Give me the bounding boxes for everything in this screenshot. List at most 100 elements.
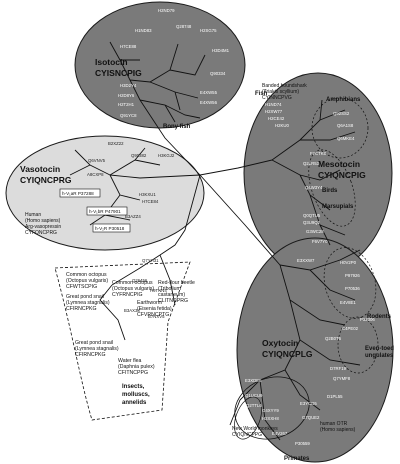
leaf-oxy-19: D1PL55 (327, 394, 343, 399)
leaf-vaso-3: Q6VNV5 (88, 158, 106, 163)
banded-houndshark-species: (Triakis scyllium) (262, 89, 299, 95)
human-avp-motif: CYFQNCPRG (25, 230, 57, 236)
leaf-oxy-5: P32306 (360, 317, 375, 322)
leaf-meso-5: Q6A1S8 (337, 123, 354, 128)
leaf-oxy-15: E4V267 (272, 431, 288, 436)
leaf-oxy-11: Q1UCU9 (245, 393, 263, 398)
leaf-meso-0: H1ND74 (265, 102, 282, 107)
leaf-vaso-0: B2XZ22 (108, 141, 124, 146)
rodents-dashed-outline (323, 247, 377, 319)
leaf-iso-12: E4XW56 (200, 100, 218, 105)
leaf-oxy-8: D7RF19 (330, 366, 347, 371)
leaf-oxy-1: H0V2P0 (340, 260, 357, 265)
leaf-meso-3: H2KU0 (275, 123, 289, 128)
leaf-vaso-11: H9TNN4 (150, 288, 167, 293)
leaf-meso-10: Q0QTU5 (303, 213, 321, 218)
v1a-box-label: h-V₁aR P37288 (62, 191, 94, 196)
human-avp: Arg-vasopressin (25, 224, 61, 230)
banded-houndshark-motif: CYINNCPVG (262, 95, 292, 101)
leaf-meso-2: H2CE42 (268, 116, 285, 121)
v1b-box-label: h-V₁bR P47901 (89, 209, 121, 214)
leaf-meso-6: Q6MKE4 (337, 136, 355, 141)
leaf-oxy-14: H2XXH8 (262, 416, 279, 421)
fish-label: Fish (255, 91, 268, 97)
invertebrate-label-2: molluscs, (122, 392, 150, 398)
leaf-meso-9: Q4W3Y4 (305, 185, 323, 190)
leaf-vaso-12: B7NXV5 (148, 314, 165, 319)
rodents-label: Rodents (367, 314, 392, 320)
octopus1-name: Common octopus (66, 272, 107, 278)
octopus2-species: (Octopus vulgaris) (112, 286, 154, 292)
leaf-iso-10: Q91YC8 (120, 113, 137, 118)
octopus1-species: (Octopus vulgaris) (66, 278, 108, 284)
worm-motif: CFVRNCPTG (137, 312, 169, 318)
invertebrate-label-1: Insects, (122, 384, 145, 390)
isotocin-clade-ellipse (74, 1, 246, 129)
human-label: Human (25, 212, 41, 218)
flea-motif: CFITNCPPG (118, 370, 148, 376)
leaf-vaso-1: Q90382 (131, 153, 147, 158)
leaf-vaso-8: Q7YH31 (142, 258, 159, 263)
leaf-oxy-10: E3XDE6 (245, 378, 262, 383)
leaf-vaso-10: B3AX38 (124, 308, 140, 313)
leaf-oxy-3: P70536 (345, 286, 360, 291)
mesotocin-motif: CYIQNCPIG (318, 170, 366, 180)
leaf-meso-13: F6V7Y0 (312, 239, 328, 244)
beetle-species-2: castaneum) (158, 292, 185, 298)
leaf-oxy-9: Q7YMF8 (333, 376, 351, 381)
amphibians-dashed-outline (311, 97, 369, 159)
nwm-label: New World monkeys (232, 426, 278, 432)
isotocin-motif: CYISNCPIG (95, 68, 142, 78)
leaf-vaso-7: B3AZZ4 (125, 214, 141, 219)
leaf-oxy-2: P97926 (345, 273, 360, 278)
birds-label: Birds (322, 188, 338, 194)
snail2-species: (Lymnea stagnalis) (75, 346, 119, 352)
beetle-motif: CLITNCPRG (158, 298, 188, 304)
leaf-vaso-6: H7CE84 (142, 199, 159, 204)
beetle-species-1: (Tribolium (158, 286, 181, 292)
leaf-meso-1: H2XW77 (265, 109, 283, 114)
leaf-iso-6: Q90334 (210, 71, 226, 76)
banded-houndshark-label: Banded houndshark (262, 83, 307, 89)
leaf-oxy-13: G4XYY9 (262, 408, 279, 413)
leaf-meso-8: Q2LR53 (303, 161, 320, 166)
leaf-iso-9: H2T2H1 (118, 102, 135, 107)
leaf-oxy-18: E3YCD5 (300, 401, 317, 406)
leaf-meso-4: Q92SS2 (333, 111, 350, 116)
leaf-meso-7: F7CTK8 (310, 151, 327, 156)
vasotocin-motif: CYIQNCPRG (20, 175, 72, 185)
vasotocin-clade-ellipse (5, 135, 205, 251)
worm-species: (Eisenia fetida) (137, 306, 172, 312)
ungulates-label-1: Even-toed (365, 346, 394, 352)
leaf-meso-11: Q3U9Q2 (303, 220, 321, 225)
amphibians-label: Amphibians (326, 97, 361, 103)
leaf-oxy-17: G7QUE2 (302, 415, 320, 420)
invertebrate-dashed-outline (54, 261, 191, 421)
leaf-iso-11: E4XW55 (200, 90, 218, 95)
leaf-vaso-4: A8CXP8 (87, 172, 104, 177)
marsupials-label: Marsupials (322, 204, 354, 210)
nwm-outline (234, 396, 262, 440)
leaf-iso-0: H2ND79 (158, 8, 175, 13)
human-species: (Homo sapiens) (25, 218, 61, 224)
bony-fish-label: Bony fish (163, 124, 191, 130)
ungulates-dashed-outline (337, 316, 379, 374)
ungulates-label-2: ungulates (365, 353, 394, 359)
leaf-vaso-9: Q26456 (132, 278, 148, 283)
flea-name: Water flea (118, 358, 142, 364)
v2-box (92, 223, 131, 233)
invertebrate-label-3: annelids (122, 400, 147, 406)
leaf-vaso-2: H3KGJ2 (158, 153, 175, 158)
snail2-motif: CFIRNCPKG (75, 352, 106, 358)
octopus2-motif: CYFRNCPIG (112, 292, 143, 298)
oxytocin-title: Oxytocin (262, 338, 298, 348)
octopus2-name: Common octopus (112, 280, 153, 286)
worm-name: Earthworm (137, 300, 162, 306)
human-otr-species: (Homo sapiens) (320, 427, 356, 433)
leaf-oxy-4: E4V8E1 (340, 300, 356, 305)
leaf-oxy-0: E3XXW7 (297, 258, 315, 263)
leaf-vaso-5: H3KXU1 (139, 192, 156, 197)
leaf-oxy-6: C4PE02 (342, 326, 359, 331)
snail2-name: Great pond snail (75, 340, 113, 346)
